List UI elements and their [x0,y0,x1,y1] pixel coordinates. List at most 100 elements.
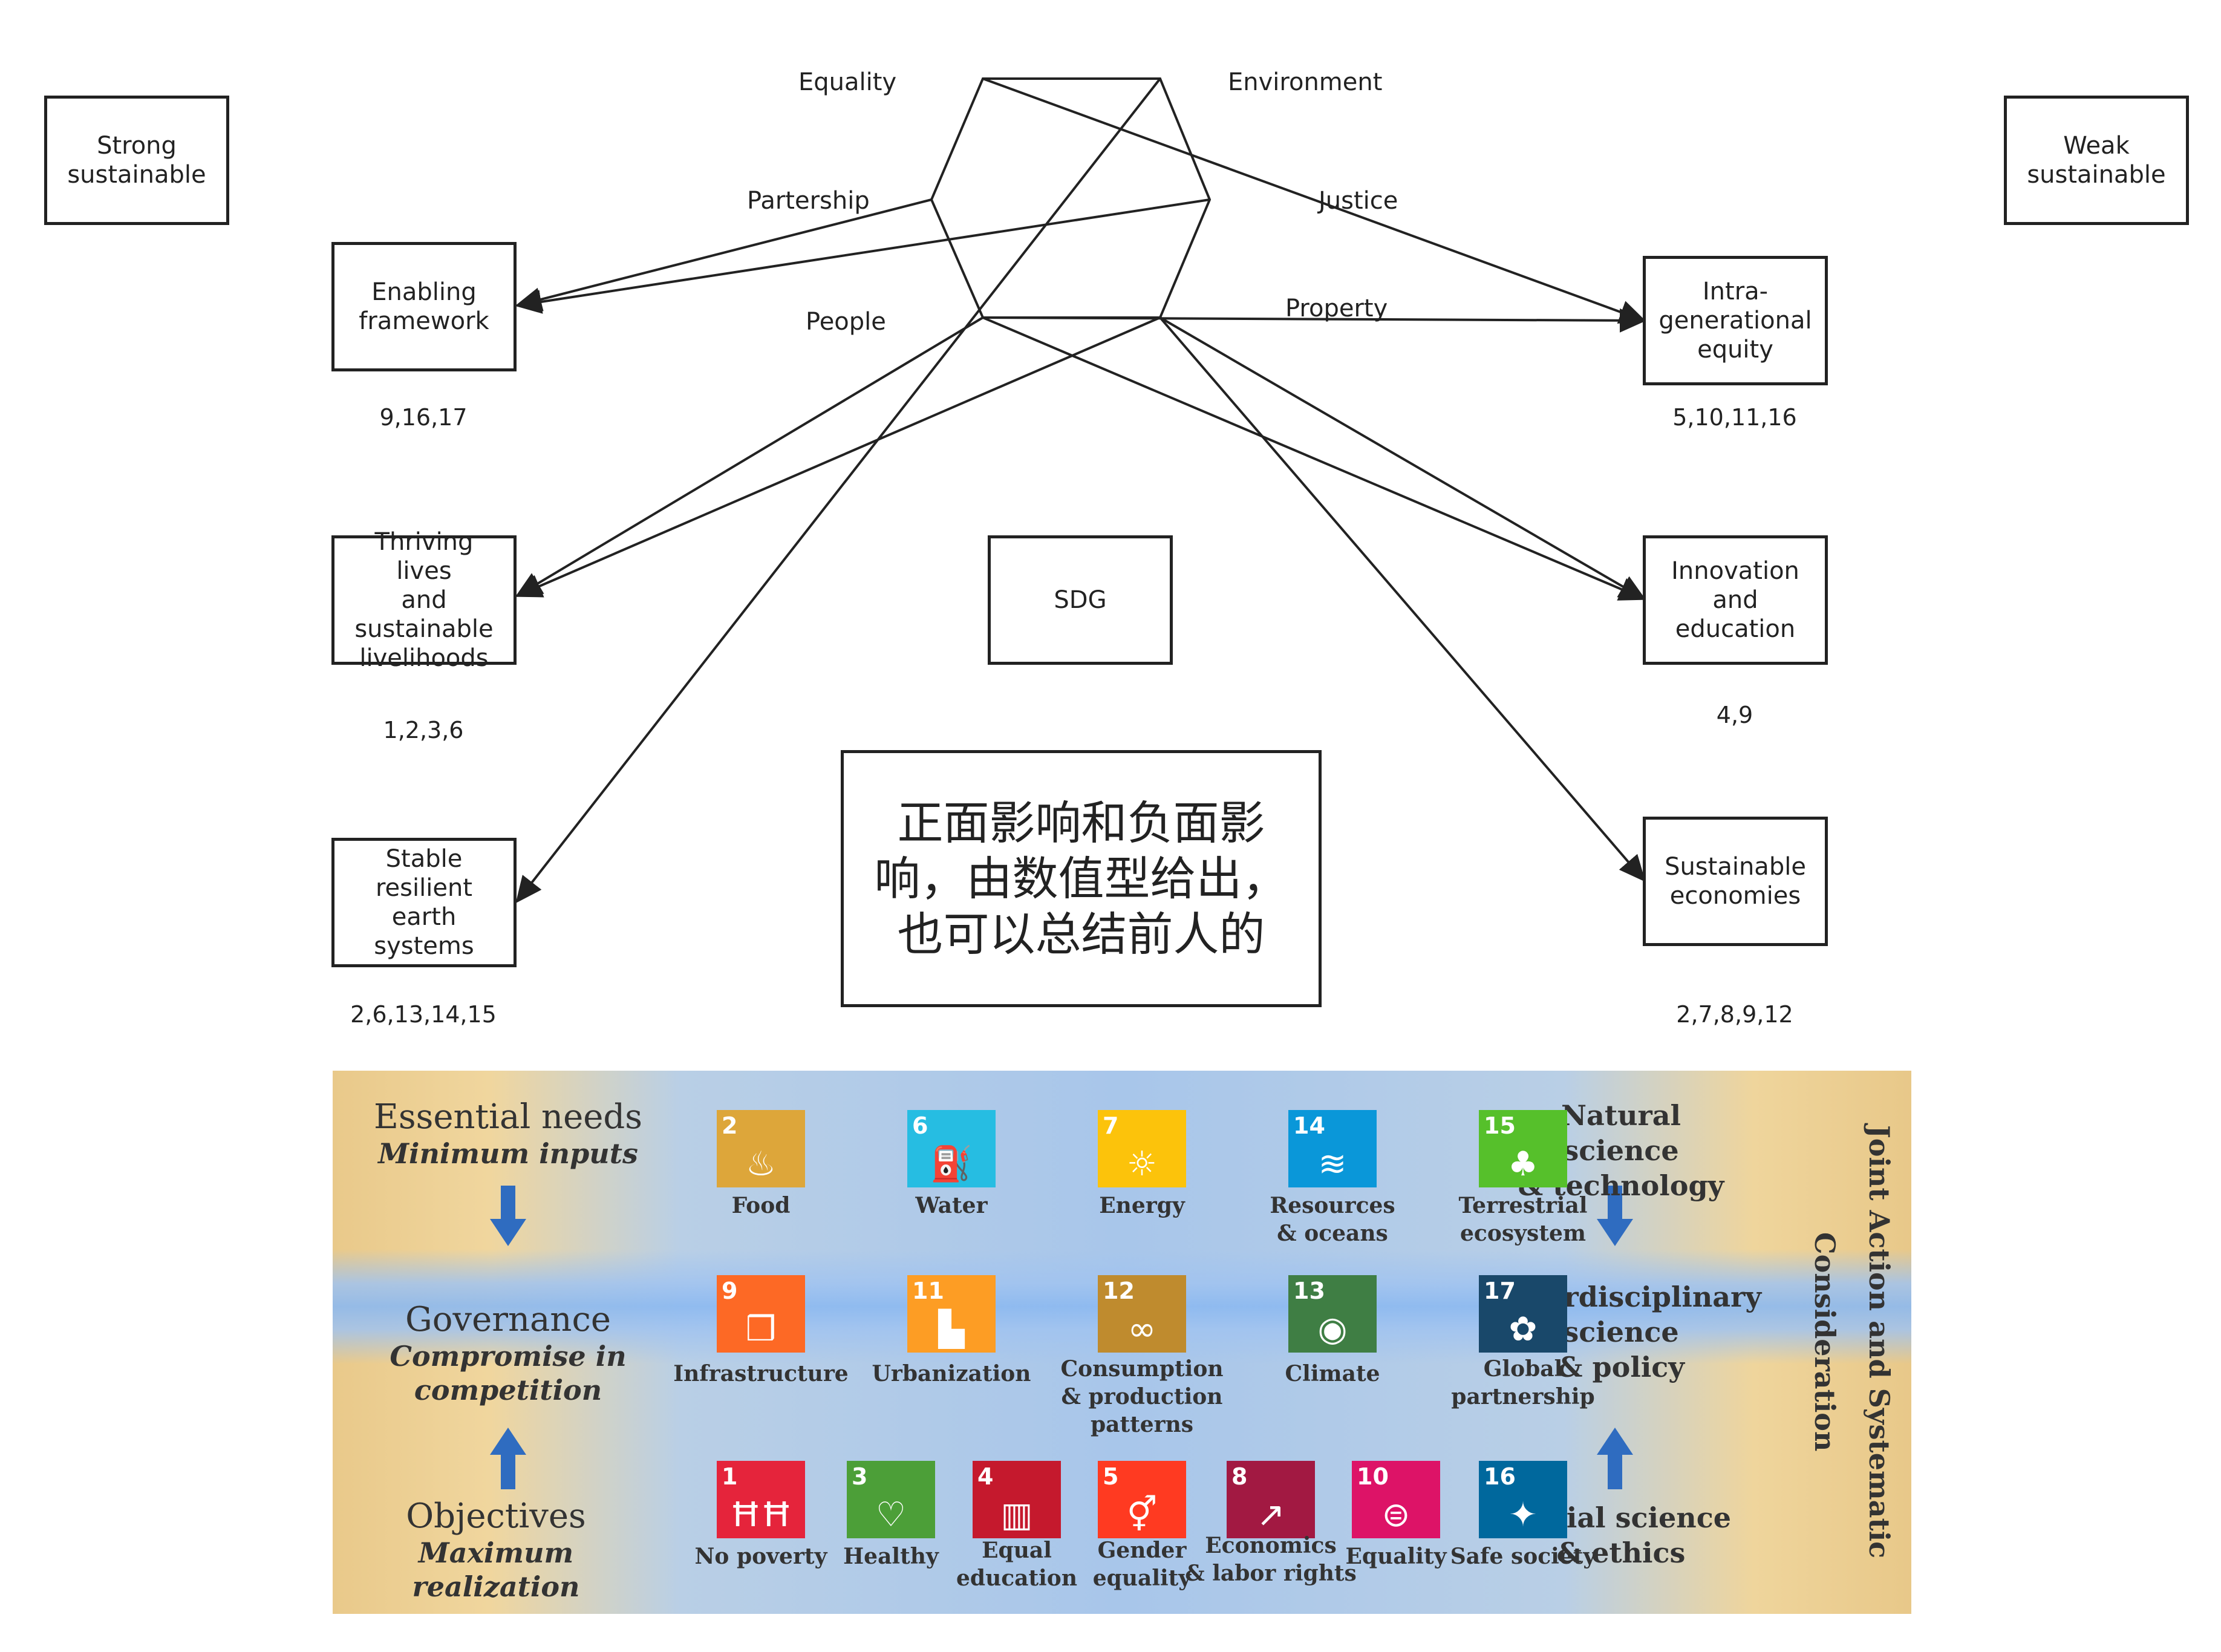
tree-icon: ♣ [1507,1144,1539,1184]
tile-caption: Gender equality [1092,1538,1192,1591]
arrow-people-innovation [982,316,1646,601]
tile-caption: Infrastructure [673,1361,849,1386]
sdg-tile-17: 17 ✿ [1479,1275,1567,1353]
sdg-tile-3: 3♡ [847,1461,935,1538]
tile-caption: Equal education [956,1538,1077,1591]
heartbeat-icon: ♡ [875,1495,907,1535]
family-icon: ĦĦ [729,1495,792,1535]
tile-caption: Urbanization [872,1361,1031,1386]
tile-number: 10 [1357,1463,1389,1490]
row-title: Governance [405,1300,612,1339]
tile-caption: Global partnership [1451,1356,1595,1409]
strong-sustainable-box: Strong sustainable [44,96,229,225]
sdg-tile-12: 12 ∞ [1098,1275,1186,1353]
tile-caption: Healthy [843,1544,939,1569]
gender-icon: ⚥ [1126,1495,1158,1535]
tile-number: 3 [852,1463,868,1490]
sdg-tile-14: 14≋ [1288,1110,1377,1187]
arrow-down-icon [1597,1186,1633,1246]
thriving-lives-box: Thriving lives and sustainable livelihoo… [331,528,517,672]
tile-number: 16 [1484,1463,1516,1490]
tile-number: 1 [722,1463,738,1490]
sdg-tile-16: 16 ✦ [1479,1461,1567,1538]
sdg-tile-4: 4▥ [973,1461,1061,1538]
sun-icon: ☼ [1126,1144,1158,1184]
label-property: Property [1285,295,1388,322]
joint-action-label: Joint Action and Systematic Consideratio… [1808,1125,1896,1559]
tile-number: 9 [722,1278,738,1304]
intra-generational-equity-codes: 5,10,11,16 [1672,404,1797,431]
tile-caption: Climate [1285,1361,1380,1386]
label-environment: Environment [1228,68,1383,96]
sdg-tile-13: 13◉ [1288,1275,1377,1353]
connector-lines [515,77,1646,904]
arrow-up-icon [490,1428,526,1489]
flower-icon: ✿ [1508,1310,1538,1349]
row-title: Essential needs [373,1097,642,1137]
sdg-tile-15: 15♣ [1479,1110,1567,1187]
sustainable-economies-codes: 2,7,8,9,12 [1676,1001,1793,1028]
tile-number: 6 [912,1112,928,1139]
equal-icon: ⊜ [1381,1495,1411,1535]
tile-number: 5 [1103,1463,1119,1490]
tile-caption: Food [731,1193,791,1218]
weak-sustainable-box: Weak sustainable [2004,96,2189,225]
arrow-people-equity [982,308,1646,333]
label-people: People [806,308,886,336]
arrow-up-icon [1597,1428,1633,1489]
tile-caption: Resources & oceans [1270,1193,1395,1246]
tile-number: 12 [1103,1278,1135,1304]
stable-resilient-codes: 2,6,13,14,15 [350,1001,497,1028]
arrow-environment-stable [515,77,1161,904]
bowl-icon: ♨ [745,1144,777,1184]
row-subtitle: Compromise in competition [390,1340,627,1406]
sdg-tile-8: 8↗ [1227,1461,1315,1538]
enabling-framework-box: Enabling framework [331,242,517,371]
tile-caption: Terrestrial ecosystem [1458,1193,1588,1246]
city-icon: ▙ [938,1310,965,1349]
eye-icon: ◉ [1317,1310,1348,1349]
arrow-partership-enabling [515,198,932,312]
innovation-education-codes: 4,9 [1716,702,1753,728]
tile-caption: No poverty [694,1544,827,1569]
sdg-tile-2: 2♨ [717,1110,805,1187]
arrow-people-thriving [515,316,984,598]
label-equality: Equality [798,68,897,96]
sdg-box: SDG [988,535,1173,665]
sdg-tile-9: 9❒ [717,1275,805,1353]
arrow-property-thriving [515,316,1161,598]
intra-generational-equity-box: Intra- generational equity [1643,256,1828,385]
tile-number: 17 [1484,1278,1516,1304]
note-box: 正面影响和负面影响，由数值型给出，也可以总结前人的 [841,750,1322,1007]
natural-science-label: Natural science & technology [1518,1099,1724,1202]
row-objectives: Objectives Maximum realization [333,1497,659,1604]
arrow-property-economies [1159,316,1646,883]
tile-number: 8 [1231,1463,1248,1490]
infinity-icon: ∞ [1127,1310,1156,1349]
row-title: Objectives [406,1497,586,1536]
tile-number: 2 [722,1112,738,1139]
tile-caption: Economics & labor rights [1185,1533,1357,1586]
label-justice: Justice [1319,187,1398,215]
tile-number: 4 [977,1463,994,1490]
sdg-tile-10: 10 ⊜ [1352,1461,1440,1538]
innovation-education-box: Innovation and education [1643,535,1828,665]
stable-resilient-box: Stable resilient earth systems [331,838,517,967]
hexagon [930,77,1212,319]
tile-caption: Safe society [1450,1544,1596,1569]
enabling-framework-codes: 9,16,17 [379,404,468,431]
arrow-down-icon [490,1186,526,1246]
arrow-property-innovation [1159,316,1646,601]
row-subtitle: Minimum inputs [378,1137,638,1170]
tile-caption: Energy [1099,1193,1185,1218]
dove-icon: ✦ [1508,1495,1538,1535]
sdg-tile-11: 11▙ [907,1275,996,1353]
sustainable-economies-box: Sustainable economies [1643,817,1828,946]
sdg-tile-7: 7☼ [1098,1110,1186,1187]
arrow-hexright-enabling [515,198,1210,314]
sdg-infographic: Essential needs Minimum inputs Governanc… [333,1071,1911,1614]
tile-number: 7 [1103,1112,1119,1139]
growth-icon: ↗ [1256,1495,1285,1535]
row-subtitle: Maximum realization [412,1536,580,1603]
